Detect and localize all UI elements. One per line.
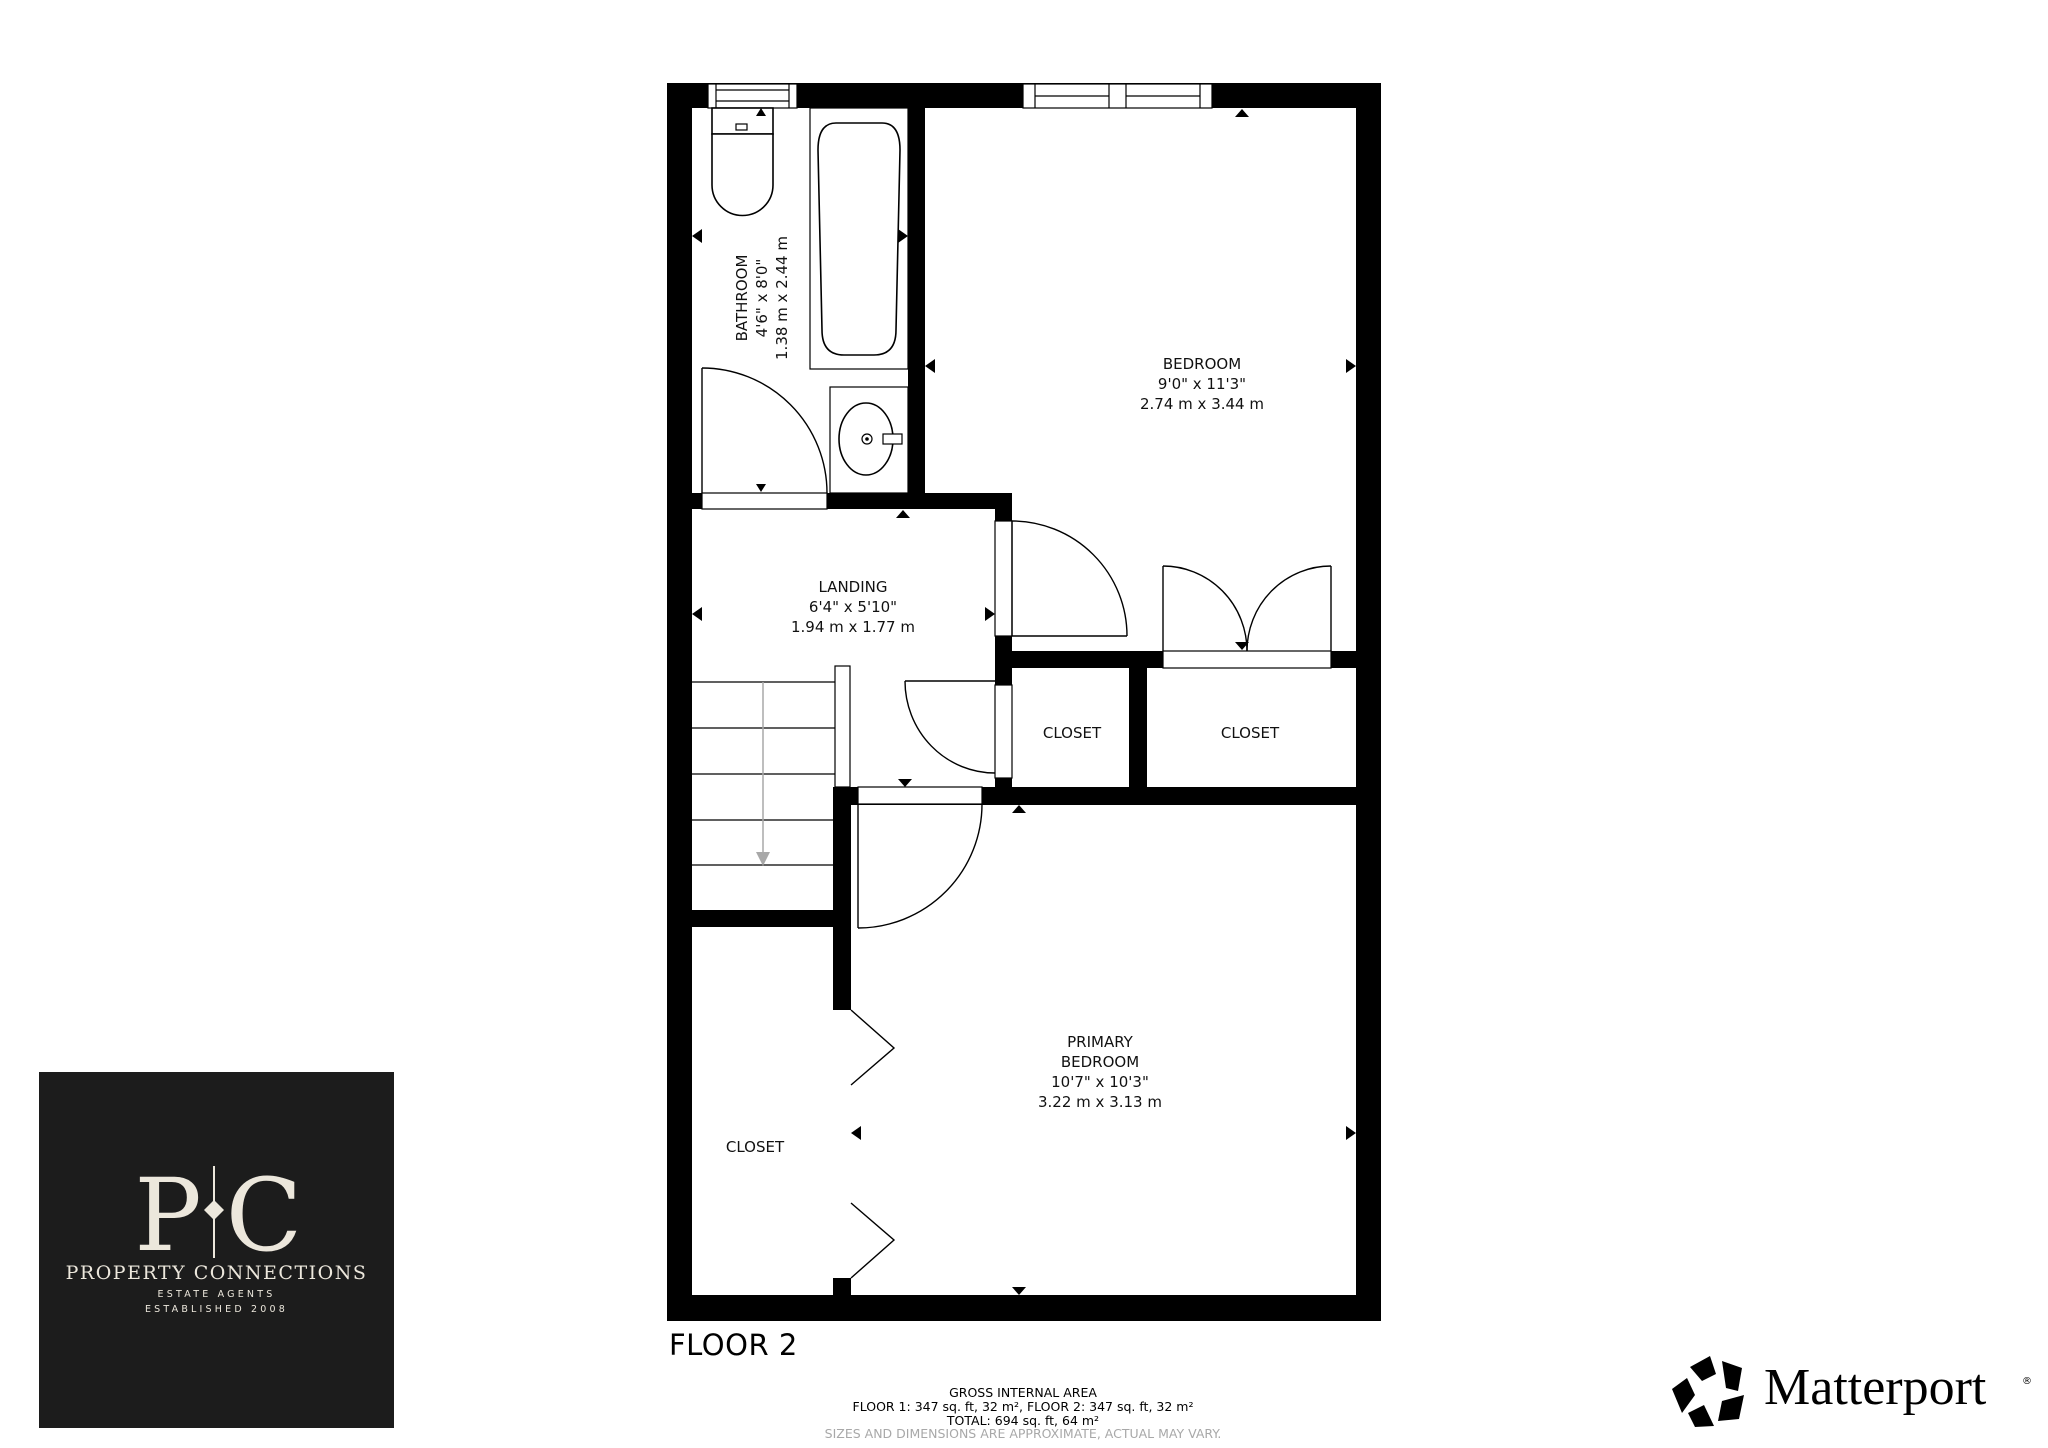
marker-icon [925,359,935,373]
closet-wide-name: CLOSET [1221,724,1280,742]
primary-bedroom-name-line2: BEDROOM [1061,1053,1139,1071]
matterport-wordmark: Matterport [1764,1359,1987,1416]
agent-name: PROPERTY CONNECTIONS [65,1262,368,1284]
floor-areas-line: FLOOR 1: 347 sq. ft, 32 m², FLOOR 2: 347… [852,1399,1194,1414]
bedroom-dimensions-imperial: 9'0" x 11'3" [1158,375,1246,393]
landing-dimensions-metric: 1.94 m x 1.77 m [791,618,915,636]
primary-bedroom-name-line1: PRIMARY [1067,1033,1134,1051]
marker-icon [1346,359,1356,373]
bedroom-name: BEDROOM [1163,355,1241,373]
primary-bedroom-dimensions-metric: 3.22 m x 3.13 m [1038,1093,1162,1111]
stair-direction-arrow-icon [756,682,770,866]
wall-stairs-right [833,787,851,1010]
primary-bedroom-door [857,803,983,929]
monogram-diamond-icon [204,1200,224,1220]
closet-door [904,680,996,774]
bathtub-icon [809,107,909,370]
marker-icon [1346,1126,1356,1140]
bathroom-fixtures [711,107,909,494]
primary-door-gap [857,786,983,805]
marker-icon [896,510,910,518]
dimensions-disclaimer: SIZES AND DIMENSIONS ARE APPROXIMATE, AC… [824,1426,1222,1441]
floor-title: FLOOR 2 [669,1328,798,1362]
outer-wall-left [667,83,692,1321]
bathroom-label: BATHROOM 4'6" x 8'0" 1.38 m x 2.44 m [733,236,791,360]
bedroom-dimensions-metric: 2.74 m x 3.44 m [1140,395,1264,413]
measurement-markers [692,108,1356,1295]
primary-bedroom-dimensions-imperial: 10'7" x 10'3" [1051,1073,1149,1091]
bedroom-door [1011,520,1128,637]
marker-icon [692,607,702,621]
marker-icon [985,607,995,621]
walls [667,83,1381,1321]
room-dimensions-metric: 1.38 m x 2.44 m [773,236,791,360]
sink-icon [829,386,909,494]
room-name: BATHROOM [733,255,751,342]
agent-tagline-1: ESTATE AGENTS [157,1289,276,1300]
closet-door-gap [994,684,1013,779]
bathroom-door-gap [701,492,828,510]
marker-icon [692,229,702,243]
wardrobe-door-gap [1162,650,1332,669]
staircase [692,681,835,866]
total-area-line: TOTAL: 694 sq. ft, 64 m² [946,1413,1100,1428]
bifold-door-lower [850,1202,896,1279]
bathroom-window [707,83,798,109]
agent-tagline-2: ESTABLISHED 2008 [144,1304,289,1315]
wall-stairs-bottom [692,910,851,927]
openings [701,83,1332,805]
marker-icon [898,229,908,243]
marker-icon [756,108,766,116]
room-labels: BATHROOM 4'6" x 8'0" 1.38 m x 2.44 m BED… [726,236,1280,1156]
landing-name: LANDING [818,578,887,596]
doors [701,367,1332,1279]
outer-wall-right [1356,83,1381,1321]
registered-mark: ® [2022,1376,2032,1387]
closet-small-name: CLOSET [1043,724,1102,742]
bathroom-door [701,367,828,494]
monogram-letter-c: C [226,1157,303,1274]
marker-icon [756,484,766,492]
wall-bath-bedroom [908,108,925,509]
room-dimensions-imperial: 4'6" x 8'0" [753,259,771,338]
marker-icon [1012,805,1026,813]
marker-icon [1235,642,1249,650]
matterport-pentagon-icon [1672,1356,1744,1427]
outer-wall-bottom [667,1295,1381,1321]
bedroom-door-gap [994,520,1013,637]
marker-icon [1012,1287,1026,1295]
toilet-icon [711,107,774,217]
closet-primary-name: CLOSET [726,1138,785,1156]
landing-dimensions-imperial: 6'4" x 5'10" [809,598,897,616]
marker-icon [898,779,912,787]
bifold-door-upper [850,1009,896,1086]
wall-closet-divider [1129,668,1147,792]
agent-monogram: P C [39,1072,394,1428]
wall-closet-stub [833,1278,851,1295]
agent-logo-background [39,1072,394,1428]
marker-icon [851,1126,861,1140]
stair-railing [834,665,851,788]
marker-icon [1235,109,1249,117]
wardrobe-double-door [1162,565,1332,652]
gross-internal-area-heading: GROSS INTERNAL AREA [949,1385,1097,1400]
monogram-letter-p: P [134,1157,201,1274]
